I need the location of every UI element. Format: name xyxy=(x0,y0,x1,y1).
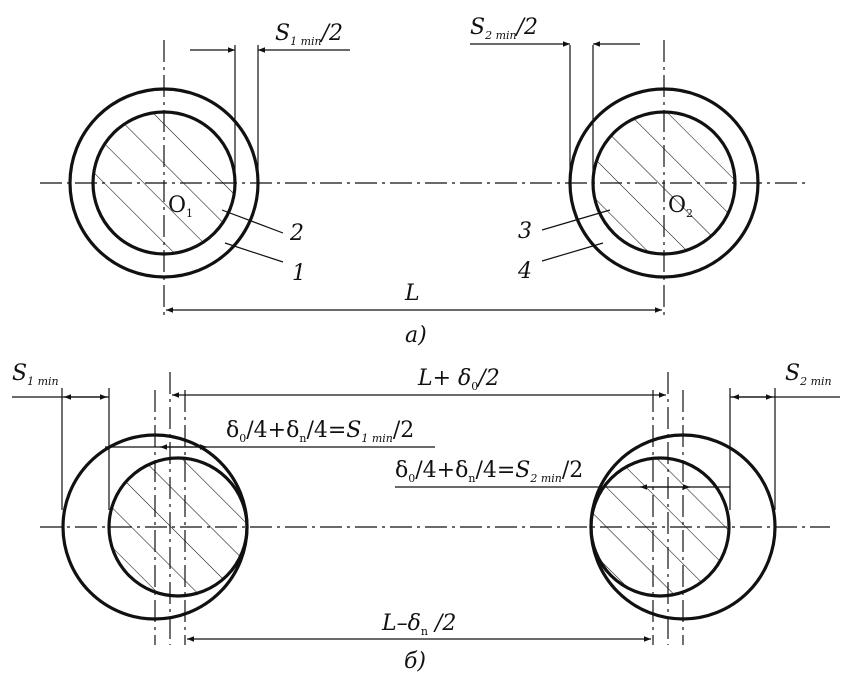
label-s1min-half: S1 min/2 xyxy=(275,21,343,48)
label-b-bottom: L–δn /2 xyxy=(381,611,456,638)
shaft-b-left xyxy=(107,456,249,598)
diagram-a: S1 min/2 S2 min/2 O1 O2 2 1 3 4 L а) xyxy=(40,15,810,348)
callout-4: 4 xyxy=(517,259,532,284)
callout-1: 1 xyxy=(292,261,306,286)
diagram-b: S1 min S2 min L+ δ0/2 δ0/4+δn/4=S1 min/2… xyxy=(12,361,840,674)
label-L: L xyxy=(404,281,420,306)
label-s2min-half: S2 min/2 xyxy=(470,15,538,42)
leader-3 xyxy=(541,209,611,231)
caption-b: б) xyxy=(404,649,426,674)
shaft-2-left xyxy=(91,110,237,256)
leader-4 xyxy=(541,242,604,262)
shaft-3-right xyxy=(591,110,737,256)
label-o1: O1 xyxy=(168,193,193,220)
eq-right: δ0/4+δn/4=S2 min/2 xyxy=(395,458,583,485)
leader-2 xyxy=(221,209,284,234)
callout-2: 2 xyxy=(289,221,304,246)
label-b-s2min: S2 min xyxy=(785,361,832,388)
leader-1 xyxy=(224,242,284,263)
label-o2: O2 xyxy=(668,193,693,220)
label-b-top: L+ δ0/2 xyxy=(417,366,500,393)
shaft-b-right xyxy=(589,456,731,598)
eq-left: δ0/4+δn/4=S1 min/2 xyxy=(226,418,414,445)
callout-3: 3 xyxy=(518,219,532,244)
label-b-s1min: S1 min xyxy=(12,361,59,388)
caption-a: а) xyxy=(405,323,427,348)
